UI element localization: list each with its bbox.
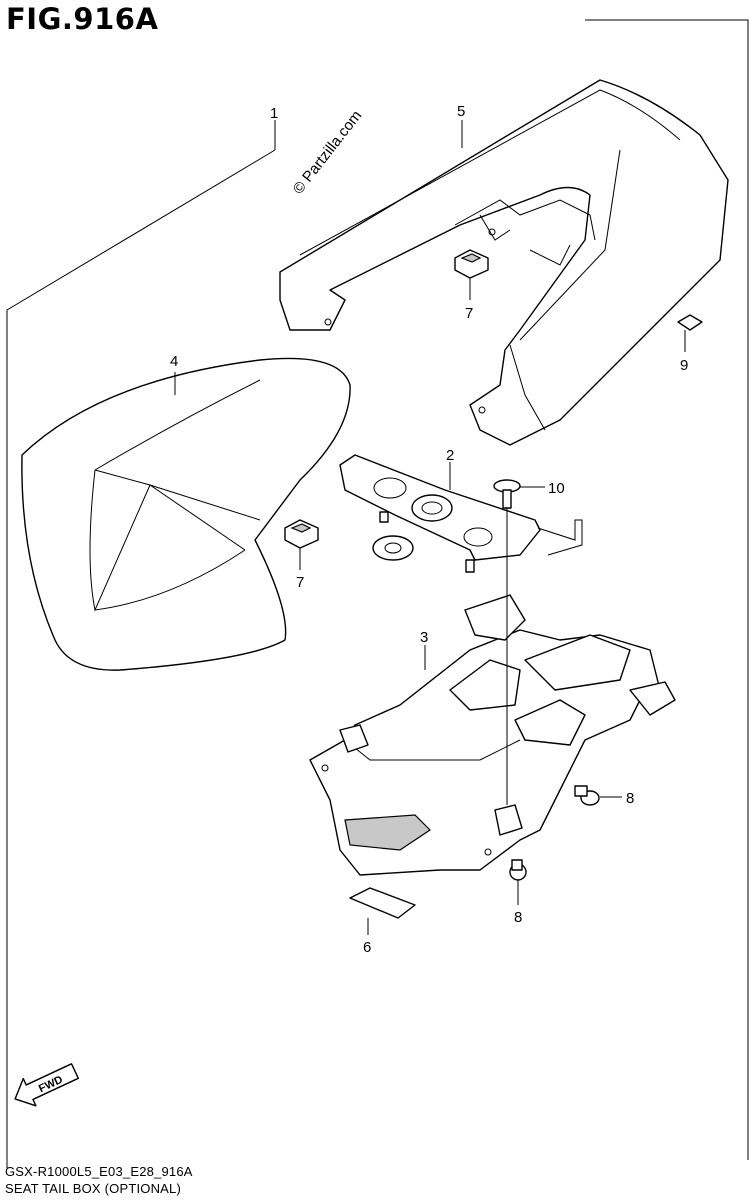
callout-8-upper: 8 xyxy=(626,790,634,807)
callout-7-upper: 7 xyxy=(465,305,473,322)
part-6-label-plate xyxy=(349,887,416,919)
watermark-text: © Partzilla.com xyxy=(290,107,366,197)
part-4-seat-cushion xyxy=(21,357,351,671)
callout-4: 4 xyxy=(170,353,178,370)
callout-9: 9 xyxy=(680,357,688,374)
part-10-screw xyxy=(493,479,521,509)
model-code: GSX-R1000L5_E03_E28_916A xyxy=(5,1164,193,1179)
callout-3: 3 xyxy=(420,629,428,646)
callout-2: 2 xyxy=(446,447,454,464)
callout-5: 5 xyxy=(457,103,465,120)
part-2-bracket xyxy=(339,454,583,573)
part-3-base-tray xyxy=(309,594,676,876)
callout-10: 10 xyxy=(548,480,565,497)
part-8-screw-lower xyxy=(509,859,527,881)
callout-8-lower: 8 xyxy=(514,909,522,926)
fwd-label: FWD xyxy=(37,1074,65,1095)
callout-6: 6 xyxy=(363,939,371,956)
figure-title: FIG.916A xyxy=(6,2,159,36)
part-8-screw-upper xyxy=(574,785,600,806)
part-7-clip-lower xyxy=(284,519,319,549)
fwd-arrow-icon: FWD xyxy=(14,1063,79,1107)
figure-caption: SEAT TAIL BOX (OPTIONAL) xyxy=(5,1181,182,1196)
part-9-pad xyxy=(677,314,703,331)
callout-1: 1 xyxy=(270,105,278,122)
assembly-frame xyxy=(6,149,276,1168)
part-5-tail-cover xyxy=(279,79,729,446)
assembly-frame-right xyxy=(585,19,749,1160)
part-7-clip-upper xyxy=(454,249,489,279)
callout-7-lower: 7 xyxy=(296,574,304,591)
